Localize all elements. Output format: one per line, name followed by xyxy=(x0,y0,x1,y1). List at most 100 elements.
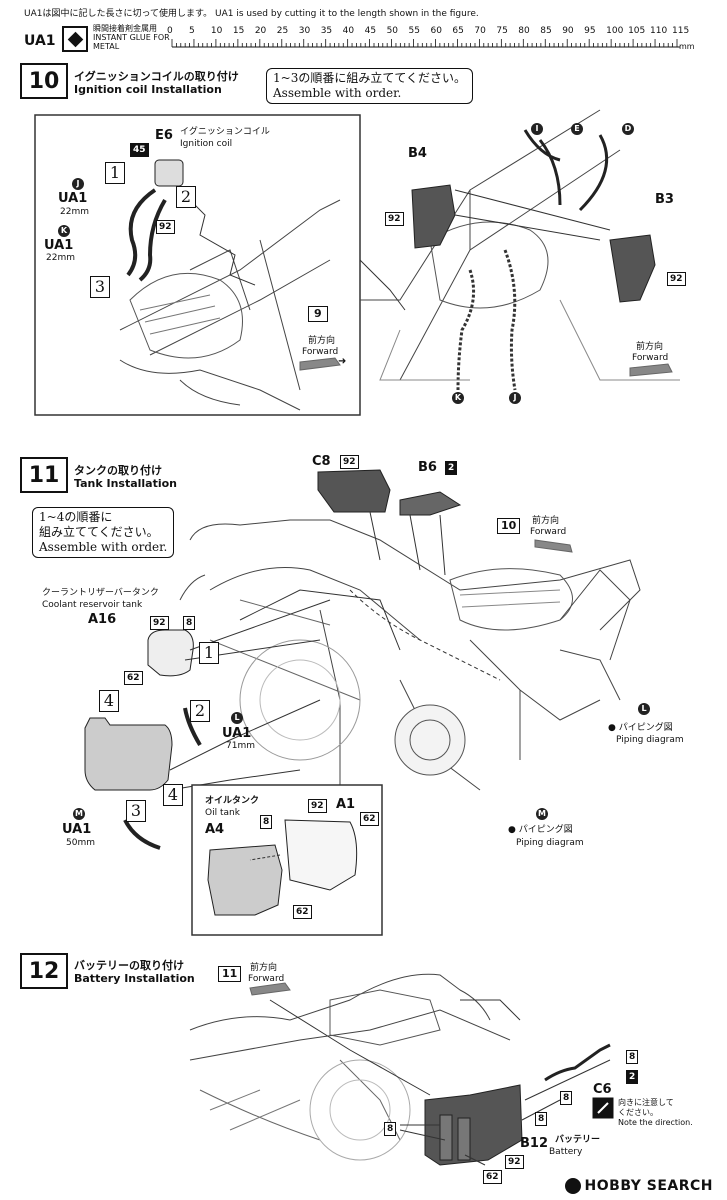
num-2-b6: 2 xyxy=(445,461,458,475)
ua1-j: UA1 xyxy=(58,191,88,206)
part-b4: B4 xyxy=(408,146,427,161)
ruler-number: 35 xyxy=(320,26,333,36)
ruler-number: 40 xyxy=(342,26,355,36)
num-92c: 92 xyxy=(667,272,686,286)
ref-step-11: 11 xyxy=(218,966,242,982)
battery-jp: バッテリー xyxy=(555,1135,601,1145)
num-62-a16: 62 xyxy=(124,671,143,685)
ruler-number: 65 xyxy=(452,26,464,36)
logo-mark-icon xyxy=(564,1178,581,1194)
oil-num-62a: 62 xyxy=(360,812,379,826)
ruler-number: 55 xyxy=(408,26,420,36)
forward-arrow-icon: ➜ xyxy=(338,356,347,367)
step12-forward-jp: 前方向 xyxy=(250,963,278,973)
ruler-number: 20 xyxy=(254,26,267,36)
oil-num-92: 92 xyxy=(308,799,327,813)
oil-num-8: 8 xyxy=(260,815,273,829)
ruler-number: 10 xyxy=(210,26,223,36)
piping-en: Piping diagram xyxy=(616,735,684,745)
step10-title-jp: イグニッションコイルの取り付け xyxy=(74,70,239,83)
ruler-unit: mm xyxy=(679,42,695,51)
step11-seq-1: 1 xyxy=(199,642,219,664)
num-92a: 92 xyxy=(156,220,175,234)
step12-forward-en: Forward xyxy=(248,974,285,984)
circle-d: D xyxy=(622,123,634,135)
step12-number: 12 xyxy=(20,953,68,989)
step11-seq-3: 3 xyxy=(126,800,146,822)
ruler-number: 70 xyxy=(474,26,486,36)
step11-order-jp2: 組み立ててください。 xyxy=(39,525,159,539)
part-b3: B3 xyxy=(655,192,674,207)
header-note: UA1は図中に記した長さに切って使用します。 UA1 is used by cu… xyxy=(24,9,479,19)
part-b12: B12 xyxy=(520,1136,548,1151)
num-8-a16: 8 xyxy=(183,616,196,630)
circle-j: J xyxy=(72,178,84,190)
seq-1: 1 xyxy=(105,162,125,184)
step11-title-jp: タンクの取り付け xyxy=(74,464,162,477)
circle-m2: M xyxy=(536,808,548,820)
part-e6: E6 xyxy=(155,128,173,143)
ruler-number: 110 xyxy=(650,26,668,36)
coolant-jp: クーラントリザーバータンク xyxy=(42,588,159,598)
oil-jp: オイルタンク xyxy=(205,796,260,806)
circle-k2: K xyxy=(452,392,464,404)
step11-forward-jp: 前方向 xyxy=(532,516,560,526)
step11-number: 11 xyxy=(20,457,68,493)
circle-k: K xyxy=(58,225,70,237)
step12-title-jp: バッテリーの取り付け xyxy=(74,959,184,972)
forward-en2: Forward xyxy=(632,353,669,363)
forward-jp2: 前方向 xyxy=(636,342,664,352)
e6-jp: イグニッションコイル xyxy=(180,127,270,137)
step10-order-en: Assemble with order. xyxy=(273,86,402,100)
e6-en: Ignition coil xyxy=(180,139,233,149)
step12-title-en: Battery Installation xyxy=(74,972,195,985)
step11-forward-en: Forward xyxy=(530,527,567,537)
circle-i: I xyxy=(531,123,543,135)
seq-3: 3 xyxy=(90,276,110,298)
forward-en: Forward xyxy=(302,347,339,357)
ua1-label: UA1 xyxy=(24,33,56,49)
s12-num-62: 62 xyxy=(483,1170,502,1184)
len-l: 71mm xyxy=(226,741,255,751)
step11-order-jp1: 1~4の順番に xyxy=(39,510,113,524)
circle-j2: J xyxy=(509,392,521,404)
step11-seq-2: 2 xyxy=(190,700,210,722)
len-k: 22mm xyxy=(46,253,75,263)
piping-jp2: ● パイピング図 xyxy=(508,825,573,835)
ruler-number: 115 xyxy=(672,26,690,36)
oil-num-62b: 62 xyxy=(293,905,312,919)
ruler-number: 75 xyxy=(496,26,508,36)
ruler-number: 85 xyxy=(540,26,552,36)
part-a4: A4 xyxy=(205,822,225,837)
piping-en2: Piping diagram xyxy=(516,838,584,848)
caution-en: Note the direction. xyxy=(618,1118,693,1127)
len-m: 50mm xyxy=(66,838,95,848)
caution-jp2: ください。 xyxy=(618,1108,658,1117)
s12-num-8c: 8 xyxy=(535,1112,548,1126)
step10-order-jp: 1~3の順番に組み立ててください。 xyxy=(273,71,466,85)
part-c6: C6 xyxy=(593,1082,612,1097)
step11-seq-4a: 4 xyxy=(99,690,119,712)
ruler-number: 5 xyxy=(188,26,195,36)
ruler-number: 80 xyxy=(518,26,530,36)
part-c8: C8 xyxy=(312,454,331,469)
s12-num-8b: 8 xyxy=(560,1091,573,1105)
s12-num-2: 2 xyxy=(626,1070,639,1084)
circle-e: E xyxy=(571,123,583,135)
num-92b: 92 xyxy=(385,212,404,226)
step10-number: 10 xyxy=(20,63,68,99)
step11-seq-4b: 4 xyxy=(163,784,183,806)
ruler-number: 50 xyxy=(386,26,399,36)
s12-num-8d: 8 xyxy=(384,1122,397,1136)
circle-l: L xyxy=(231,712,243,724)
len-j: 22mm xyxy=(60,207,89,217)
num-45: 45 xyxy=(130,143,149,157)
circle-m: M xyxy=(73,808,85,820)
ruler-number: 30 xyxy=(298,26,311,36)
ua1-k: UA1 xyxy=(44,238,74,253)
step11-title-en: Tank Installation xyxy=(74,477,178,490)
ruler-number: 45 xyxy=(364,26,377,36)
oil-en: Oil tank xyxy=(205,808,240,818)
ruler-number: 105 xyxy=(628,26,646,36)
